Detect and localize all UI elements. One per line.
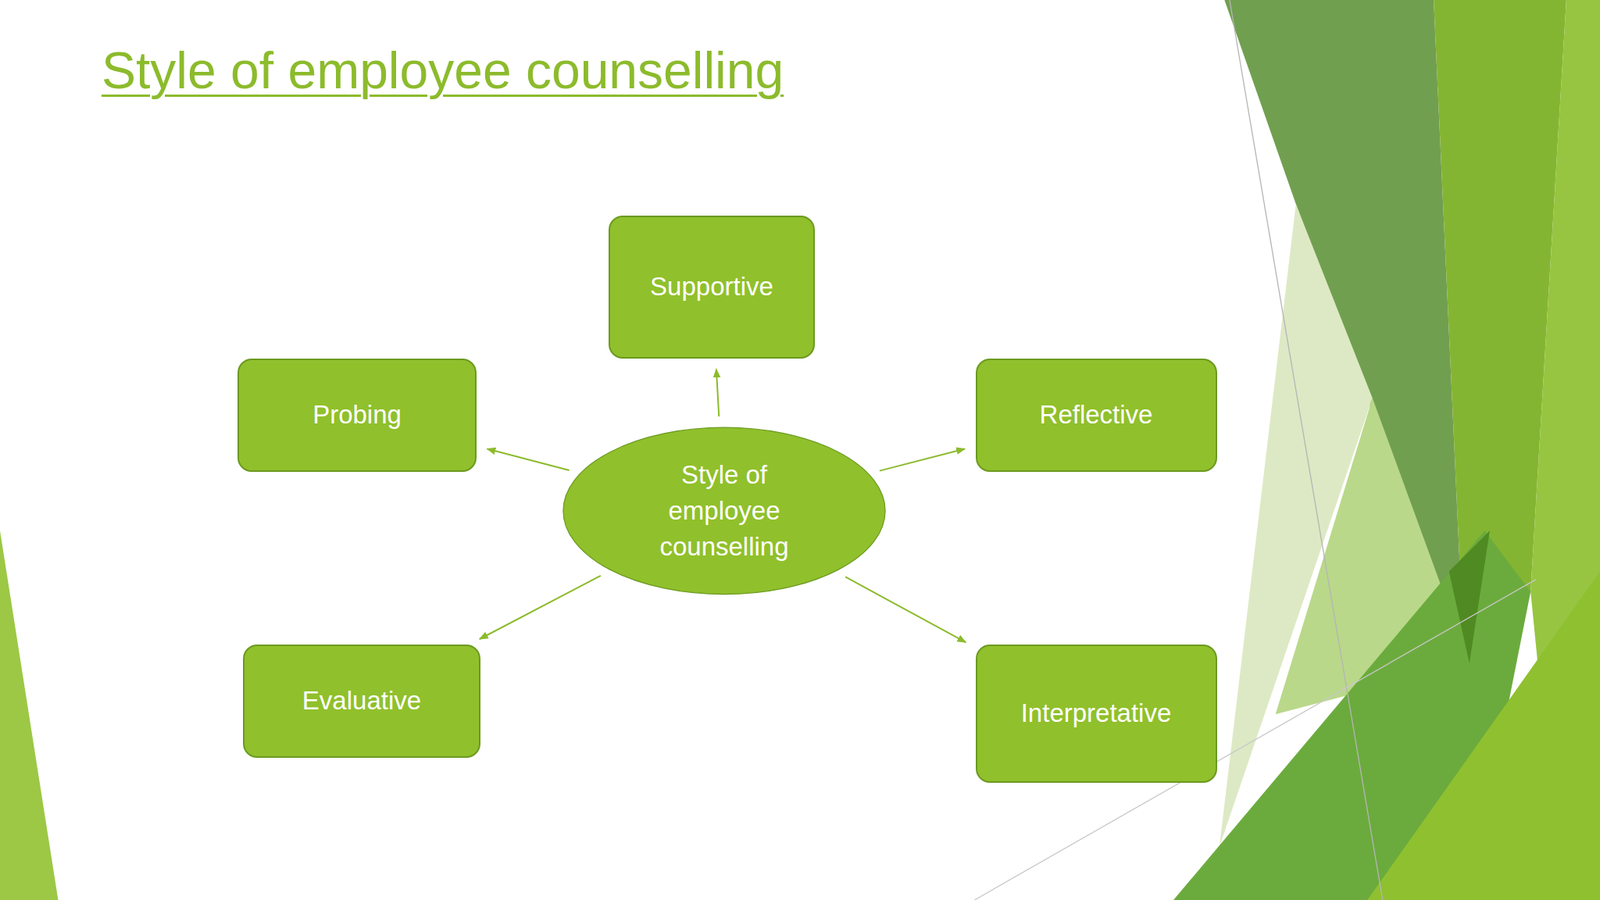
style-box: Interpretative xyxy=(975,644,1218,783)
band-corner xyxy=(1367,571,1600,900)
node-label: Probing xyxy=(312,396,402,433)
style-box: Evaluative xyxy=(242,644,481,758)
node-label: Reflective xyxy=(1039,396,1154,433)
ellipse-shape xyxy=(563,427,886,594)
thin-line xyxy=(974,579,1536,900)
left-sliver xyxy=(0,530,58,900)
band-deep xyxy=(1449,530,1490,664)
node-label: Interpretative xyxy=(1021,695,1172,732)
style-box: Probing xyxy=(237,358,477,472)
center-ellipse: Style of employee counselling xyxy=(560,425,888,597)
node-label: Style of employee counselling xyxy=(638,457,811,566)
arrow-connector xyxy=(716,368,719,417)
node-label: Supportive xyxy=(650,268,774,305)
thin-line xyxy=(1229,0,1383,900)
arrow-connector xyxy=(487,449,570,471)
arrow-connector xyxy=(845,576,966,643)
style-box: Supportive xyxy=(608,215,815,359)
node-label: Evaluative xyxy=(302,682,422,719)
arrow-connector xyxy=(479,575,601,640)
slide-title: Style of employee counselling xyxy=(101,40,784,100)
style-box: Reflective xyxy=(975,358,1218,472)
arrow-connector xyxy=(879,448,965,471)
